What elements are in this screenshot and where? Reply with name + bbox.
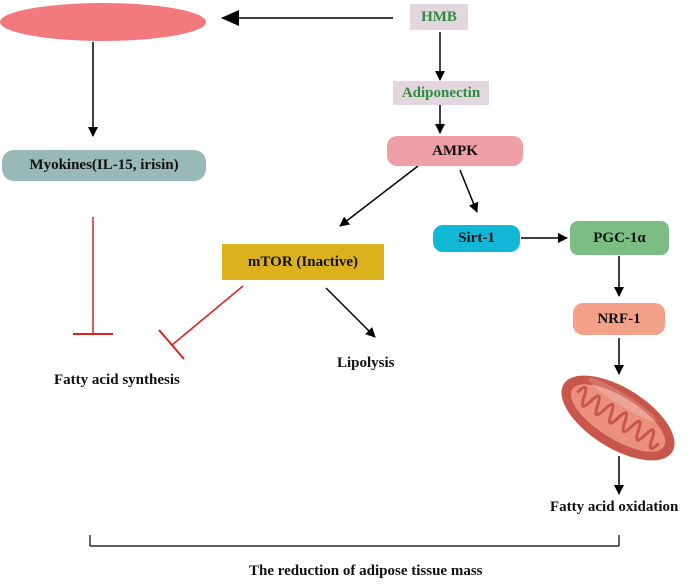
- mtor-box: mTOR (Inactive): [222, 244, 384, 280]
- arrow-ampk-to-sirt1: [459, 169, 479, 213]
- arrow-mtor-to-lipolysis: [325, 287, 376, 338]
- pgc1a-label: PGC-1α: [593, 229, 646, 246]
- myokines-label: Myokines(IL-15, irisin): [29, 157, 179, 173]
- summary-bracket: [89, 535, 620, 547]
- mtor-label: mTOR (Inactive): [247, 253, 359, 270]
- arrow-ampk-to-mtor: [339, 165, 419, 227]
- adiponectin-box: Adiponectin: [393, 81, 489, 105]
- nrf1-box: NRF-1: [573, 303, 665, 335]
- fatty-acid-oxidation-label: Fatty acid oxidation: [550, 499, 679, 515]
- sirt1-label: Sirt-1: [458, 230, 495, 246]
- adipose-reduction-label: The reduction of adipose tissue mass: [249, 563, 483, 579]
- fatty-acid-synthesis-label: Fatty acid synthesis: [54, 372, 180, 388]
- lipolysis-label: Lipolysis: [337, 355, 395, 371]
- inhibit-myokines-to-synthesis: [73, 217, 113, 335]
- ampk-label: AMPK: [432, 142, 478, 159]
- hmb-label: HMB: [421, 8, 457, 25]
- pgc1a-box: PGC-1α: [570, 221, 669, 255]
- inhibit-mtor-to-synthesis: [158, 285, 244, 360]
- hmb-box: HMB: [410, 4, 468, 30]
- ampk-box: AMPK: [387, 136, 523, 166]
- myokines-box: Myokines(IL-15, irisin): [2, 150, 206, 181]
- muscle-ellipse: [0, 3, 206, 41]
- mitochondrion-icon: [561, 375, 675, 461]
- adiponectin-label: Adiponectin: [401, 84, 481, 101]
- sirt1-box: Sirt-1: [433, 225, 520, 252]
- nrf1-label: NRF-1: [597, 310, 641, 327]
